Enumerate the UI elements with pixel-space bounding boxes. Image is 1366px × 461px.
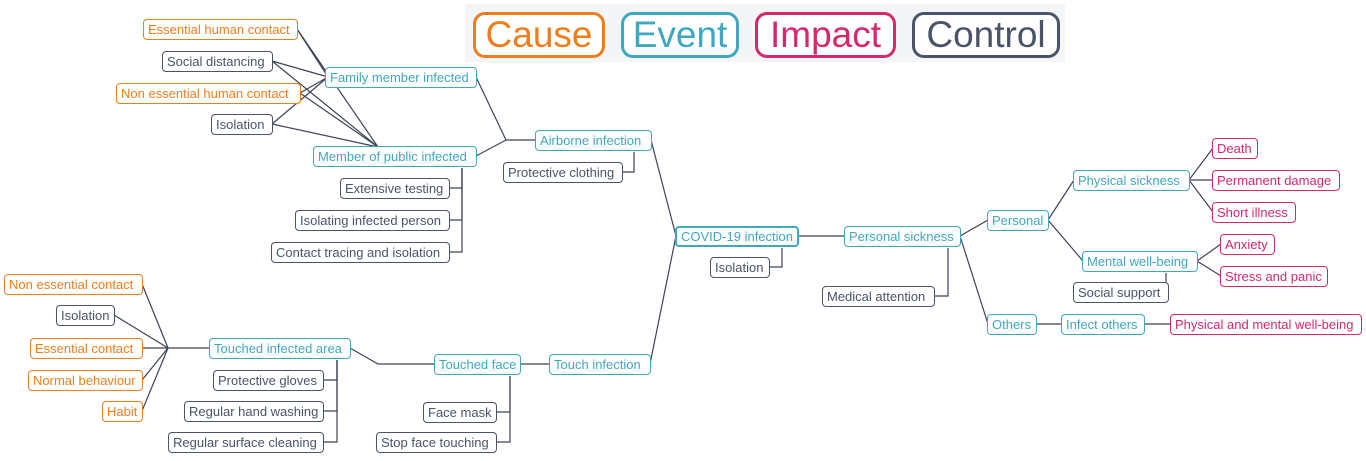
- link: [141, 347, 169, 381]
- link: [449, 168, 463, 221]
- node-social-distancing: Social distancing: [162, 51, 273, 72]
- link: [323, 360, 338, 443]
- link: [1196, 243, 1222, 262]
- node-covid-19-infection: COVID-19 infection: [675, 226, 799, 247]
- link: [449, 168, 463, 189]
- link: [649, 235, 677, 365]
- link: [959, 235, 989, 325]
- link: [271, 60, 329, 78]
- link: [299, 76, 329, 94]
- node-member-of-public-infected: Member of public infected: [313, 146, 477, 167]
- node-isolation-2: Isolation: [710, 257, 770, 278]
- link: [959, 219, 989, 237]
- link: [1047, 179, 1075, 221]
- node-social-support: Social support: [1073, 282, 1169, 303]
- link: [113, 314, 169, 349]
- node-isolation-1: Isolation: [211, 114, 273, 135]
- node-personal-sickness: Personal sickness: [844, 226, 961, 247]
- link: [650, 139, 677, 237]
- link: [475, 76, 536, 141]
- node-physical-sickness: Physical sickness: [1073, 170, 1190, 191]
- node-infect-others: Infect others: [1061, 314, 1145, 335]
- node-death: Death: [1212, 138, 1258, 159]
- legend-impact: Impact: [755, 12, 896, 58]
- link: [622, 152, 635, 173]
- legend-control: Control: [912, 12, 1060, 58]
- link: [769, 248, 783, 268]
- legend-event: Event: [621, 12, 739, 58]
- node-airborne-infection: Airborne infection: [535, 130, 652, 151]
- link: [449, 168, 463, 253]
- node-extensive-testing: Extensive testing: [340, 178, 450, 199]
- link: [323, 360, 338, 412]
- node-short-illness: Short illness: [1212, 202, 1296, 223]
- legend-cause: Cause: [473, 12, 605, 58]
- link: [141, 347, 169, 412]
- node-family-member-infected: Family member infected: [325, 67, 477, 88]
- node-anxiety: Anxiety: [1220, 234, 1275, 255]
- link: [934, 248, 949, 297]
- node-others: Others: [987, 314, 1037, 335]
- node-stop-face-touching: Stop face touching: [376, 432, 497, 453]
- node-permanent-damage: Permanent damage: [1212, 170, 1340, 191]
- node-mental-well-being: Mental well-being: [1082, 251, 1198, 272]
- node-essential-human-contact: Essential human contact: [143, 19, 298, 40]
- link: [271, 60, 379, 148]
- link: [1188, 179, 1214, 213]
- node-touch-infection: Touch infection: [549, 354, 651, 375]
- node-isolation-3: Isolation: [56, 305, 115, 326]
- link: [296, 28, 379, 148]
- node-habit: Habit: [102, 401, 143, 422]
- link: [323, 360, 338, 381]
- link: [1047, 219, 1084, 262]
- node-touched-infected-area: Touched infected area: [209, 338, 351, 359]
- node-non-essential-contact: Non essential contact: [4, 274, 143, 295]
- node-essential-contact: Essential contact: [30, 338, 143, 359]
- link: [496, 376, 511, 413]
- link: [496, 376, 511, 443]
- link: [1196, 260, 1222, 277]
- node-regular-hand-washing: Regular hand washing: [184, 401, 324, 422]
- node-regular-surface-cleaning: Regular surface cleaning: [168, 432, 324, 453]
- node-face-mask: Face mask: [423, 402, 497, 423]
- node-protective-clothing: Protective clothing: [503, 162, 623, 183]
- legend: Cause Event Impact Control: [465, 4, 1065, 62]
- link: [475, 139, 507, 157]
- node-normal-behaviour: Normal behaviour: [28, 370, 143, 391]
- link: [349, 347, 435, 365]
- node-isolating-infected-person: Isolating infected person: [295, 210, 450, 231]
- node-medical-attention: Medical attention: [822, 286, 935, 307]
- node-non-essential-human-contact: Non essential human contact: [116, 83, 301, 104]
- link: [271, 123, 379, 148]
- link: [1188, 147, 1214, 181]
- node-physical-and-mental-well-being: Physical and mental well-being: [1170, 314, 1362, 335]
- node-personal: Personal: [987, 210, 1049, 231]
- link: [299, 92, 379, 148]
- node-touched-face: Touched face: [434, 354, 521, 375]
- node-contact-tracing-and-isolation: Contact tracing and isolation: [271, 242, 450, 263]
- node-protective-gloves: Protective gloves: [213, 370, 324, 391]
- link: [141, 283, 169, 349]
- node-stress-and-panic: Stress and panic: [1220, 266, 1328, 287]
